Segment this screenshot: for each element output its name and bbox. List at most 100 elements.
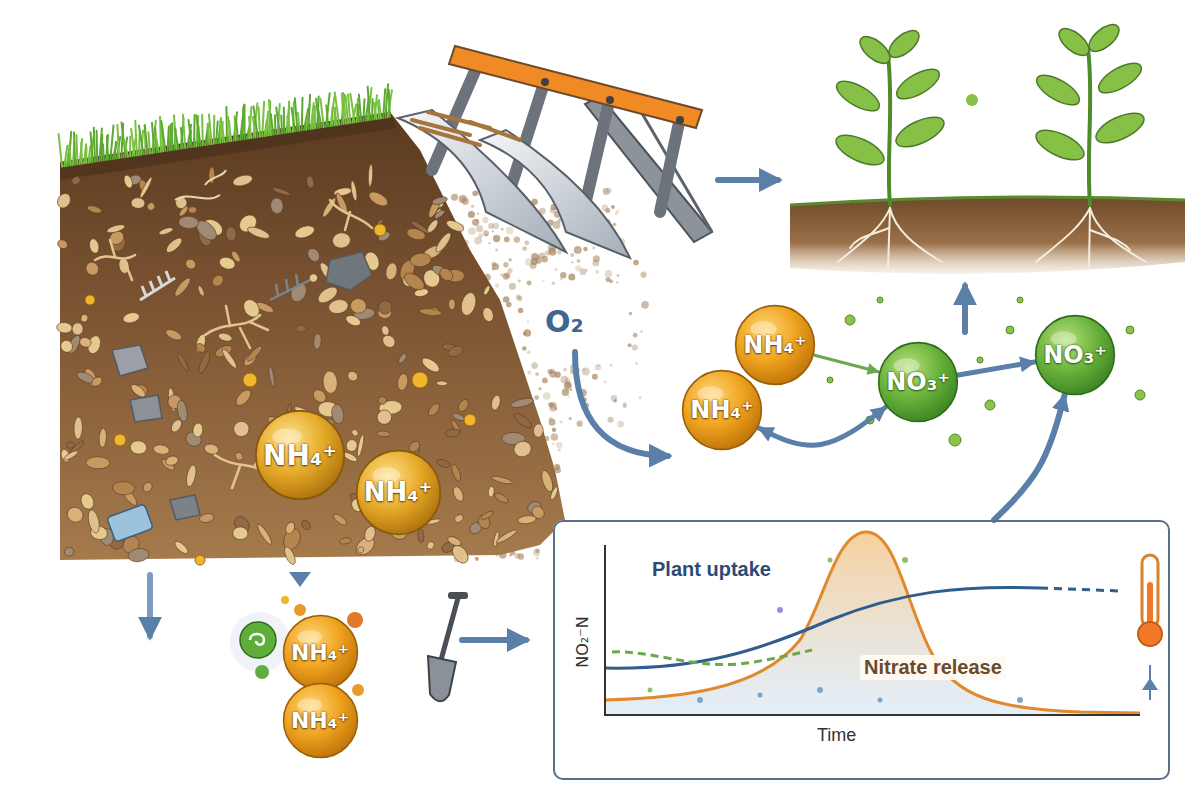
- flow-arrow: [575, 352, 668, 456]
- soil-pebble: [158, 226, 174, 236]
- grass-blade: [314, 106, 316, 128]
- flow-arrow: [147, 575, 153, 636]
- soil-dust: [516, 294, 521, 299]
- chart-plot: [1040, 588, 1120, 591]
- young-plants: [790, 20, 1185, 274]
- soil-dust: [531, 253, 538, 260]
- soil-dust: [468, 227, 476, 235]
- ion-formula: NO₃⁺: [886, 368, 950, 396]
- nitrate-dot: [1017, 297, 1023, 303]
- grass-blade: [209, 115, 212, 144]
- nitrate-ion: NO₃⁺: [1034, 314, 1116, 396]
- young-plants: [888, 208, 890, 268]
- mineral-grain: [464, 414, 476, 426]
- mineral-grain: [412, 372, 428, 388]
- ion-circle: [256, 411, 344, 499]
- soil-pebble: [164, 236, 184, 255]
- soil-dust: [523, 329, 531, 337]
- soil-pebble: [63, 546, 75, 558]
- soil-dust: [549, 248, 557, 256]
- soil-dust: [583, 247, 587, 251]
- plough: [585, 98, 610, 205]
- soil-pebble: [165, 455, 180, 467]
- soil-dust: [524, 241, 529, 246]
- soil-dust: [605, 270, 613, 278]
- soil-pebble: [146, 201, 157, 212]
- grass-blade: [359, 95, 361, 122]
- soil-pebble: [234, 451, 244, 462]
- soil-dust: [560, 421, 563, 424]
- soil-pebble: [446, 344, 464, 359]
- young-plants: [1084, 20, 1123, 57]
- young-plants: [892, 63, 944, 104]
- soil-pebble: [141, 481, 153, 494]
- grass-blade: [330, 97, 334, 126]
- grass-blade: [171, 123, 173, 150]
- soil-pebble: [419, 308, 442, 317]
- ammonium-ion: NH₄⁺: [734, 304, 816, 386]
- soil-dust: [617, 421, 624, 428]
- grass-blade: [249, 107, 251, 138]
- nitrate-ion: NO₃⁺: [877, 341, 959, 423]
- soil-pebble: [377, 396, 387, 405]
- soil-pebble: [368, 164, 373, 187]
- ammonium-ion: NH₄⁺: [282, 682, 359, 759]
- soil-pebble: [192, 422, 203, 437]
- chart-plot: [605, 532, 1140, 715]
- soil-pebble: [384, 262, 398, 281]
- grass-blade: [295, 98, 298, 131]
- grass-blade: [271, 114, 273, 135]
- flow-arrow: [718, 177, 778, 183]
- thermometer: [1138, 622, 1162, 646]
- soil-pebble: [346, 369, 360, 383]
- grass-blade: [259, 107, 260, 136]
- grass-blade: [240, 105, 244, 140]
- soil-dust: [611, 205, 615, 209]
- shovel: [441, 598, 458, 660]
- grass-blade: [99, 129, 101, 162]
- soil-dust: [535, 556, 539, 560]
- grass-blade: [106, 135, 108, 160]
- soil-pebble: [339, 537, 352, 545]
- soil-dust: [571, 261, 573, 263]
- soil-pebble: [112, 481, 135, 496]
- chart-plot: [777, 607, 783, 613]
- soil-dust: [592, 247, 595, 250]
- soil-dust: [633, 333, 638, 338]
- grass-blade: [129, 136, 131, 156]
- grass-blade: [311, 103, 314, 129]
- soil-pebble: [90, 375, 104, 388]
- soil-pebble: [284, 521, 296, 535]
- soil-dust: [564, 382, 572, 390]
- soil-pebble: [122, 311, 141, 325]
- soil-dust: [538, 387, 541, 390]
- soil-pebble: [332, 512, 349, 527]
- soil-pebble: [300, 519, 312, 532]
- soil-dust: [491, 262, 496, 267]
- soil-pebble: [409, 252, 432, 268]
- grass-blade: [96, 131, 99, 162]
- grass-blade: [234, 112, 237, 140]
- grass: [59, 84, 392, 167]
- grass-blade: [220, 120, 224, 142]
- stone: [170, 495, 200, 520]
- soil-pebble: [351, 428, 360, 437]
- young-plants: [966, 94, 978, 106]
- soil-pebble: [367, 189, 390, 209]
- grass-blade: [253, 103, 257, 137]
- soil-pebble: [397, 352, 408, 364]
- soil-pebble: [540, 469, 555, 493]
- soil-dust: [504, 237, 510, 243]
- grass-blade: [80, 142, 82, 163]
- nitrate-dot: [985, 400, 995, 410]
- plough: [640, 110, 712, 232]
- soil-pebble: [56, 322, 73, 334]
- grass-blade: [368, 87, 370, 120]
- ammonium-cluster: [240, 622, 276, 658]
- soil-dust: [552, 281, 556, 285]
- soil-dust: [577, 259, 581, 263]
- soil-pebble: [220, 348, 238, 370]
- debris: [175, 195, 220, 200]
